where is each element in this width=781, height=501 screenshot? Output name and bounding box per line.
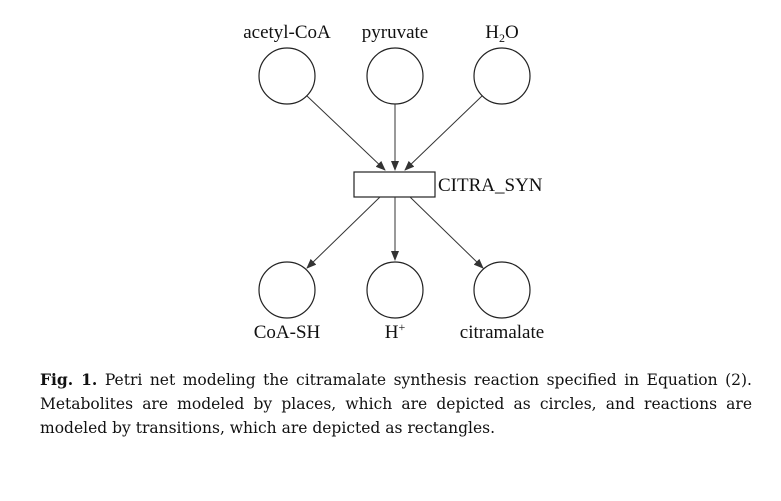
- arc-citra-syn-to-citramalate: [409, 196, 484, 269]
- figure-number: Fig. 1.: [40, 370, 98, 389]
- label-acetyl-coa: acetyl-CoA: [243, 22, 331, 43]
- place-h2o: [473, 47, 531, 105]
- figure-caption-text: Petri net modeling the citramalate synth…: [40, 371, 752, 437]
- place-h-plus: [366, 261, 424, 319]
- place-pyruvate: [366, 47, 424, 105]
- place-citramalate: [473, 261, 531, 319]
- label-pyruvate: pyruvate: [362, 22, 428, 43]
- place-coa-sh: [258, 261, 316, 319]
- arc-acetyl-coa-to-citra-syn: [306, 95, 386, 171]
- place-acetyl-coa: [258, 47, 316, 105]
- label-h2o-tail: O: [505, 22, 519, 43]
- label-h-plus: H+: [385, 320, 406, 343]
- label-citramalate: citramalate: [460, 322, 544, 343]
- label-h-plus-main: H: [385, 322, 399, 343]
- label-coa-sh: CoA-SH: [254, 322, 321, 343]
- label-h2o-main: H: [485, 22, 499, 43]
- label-h2o-subscript: 2: [499, 31, 505, 45]
- arc-citra-syn-to-coa-sh: [306, 196, 381, 269]
- arc-h2o-to-citra-syn: [404, 95, 483, 171]
- transition-citra-syn: [353, 171, 436, 198]
- label-citra-syn: CITRA_SYN: [438, 175, 543, 196]
- label-h-plus-superscript: +: [398, 320, 405, 334]
- figure-caption: Fig. 1. Petri net modeling the citramala…: [40, 368, 752, 440]
- petri-net-diagram: acetyl-CoA pyruvate H2O CITRA_SYN CoA-SH…: [243, 22, 544, 343]
- label-h2o: H2O: [485, 22, 518, 45]
